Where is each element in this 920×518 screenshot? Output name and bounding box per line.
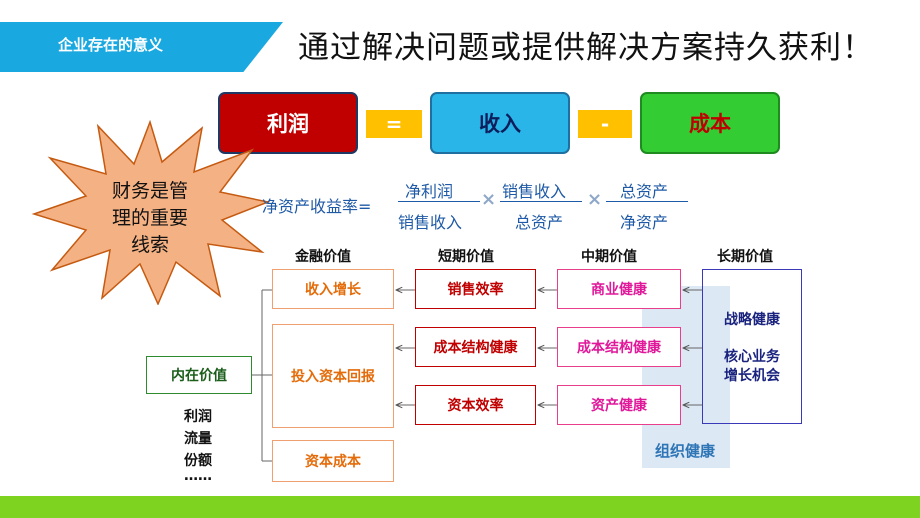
callout-line-2: 理的重要 [111, 207, 188, 229]
long-term-growth-line-2: 增长机会 [724, 368, 780, 384]
intrinsic-item-ellipsis: …… [184, 468, 212, 484]
fraction3-denominator: 净资产 [620, 213, 669, 232]
revenue-box: 收入 [430, 92, 570, 154]
callout-text: 财务是管 理的重要 线索 [85, 178, 215, 259]
header-long-term-value: 长期价值 [717, 249, 773, 265]
bottom-accent-bar [0, 496, 920, 518]
page-title: 通过解决问题或提供解决方案持久获利！ [298, 30, 874, 66]
financial-node-roic: 投入资本回报 [272, 324, 394, 428]
formula-lhs: 净资产收益率= [262, 197, 372, 216]
short-term-node-cost-structure: 成本结构健康 [415, 327, 536, 367]
fraction3-numerator: 总资产 [620, 182, 669, 201]
header-banner [0, 22, 283, 72]
mid-term-node-business-health: 商业健康 [557, 269, 681, 309]
header-short-term-value: 短期价值 [438, 249, 494, 265]
short-term-node-capital-efficiency: 资本效率 [415, 385, 536, 425]
long-term-strategy-health: 战略健康 [724, 312, 780, 328]
fraction2-denominator: 总资产 [515, 213, 564, 232]
intrinsic-item-profit: 利润 [184, 409, 212, 425]
header-mid-term-value: 中期价值 [581, 249, 637, 265]
header-financial-value: 金融价值 [295, 249, 351, 265]
mid-term-node-asset-health: 资产健康 [557, 385, 681, 425]
short-term-node-sales-efficiency: 销售效率 [415, 269, 536, 309]
long-term-growth-line-1: 核心业务 [724, 349, 780, 365]
multiply-sign-1: × [481, 189, 497, 210]
fraction2-numerator: 销售收入 [502, 182, 567, 201]
financial-node-capital-cost: 资本成本 [272, 440, 394, 482]
fraction1-denominator: 销售收入 [398, 213, 463, 232]
fraction1-numerator: 净利润 [405, 182, 454, 201]
minus-operator: - [578, 110, 632, 138]
cost-box: 成本 [640, 92, 780, 154]
equals-operator: = [366, 110, 422, 138]
long-term-box [702, 269, 802, 424]
starburst-shape [31, 120, 270, 305]
callout-line-3: 线索 [130, 234, 169, 256]
fraction2-bar [500, 201, 582, 202]
profit-box: 利润 [218, 92, 358, 154]
mid-term-node-cost-structure: 成本结构健康 [557, 327, 681, 367]
intrinsic-item-share: 份额 [184, 453, 212, 469]
callout-line-1: 财务是管 [111, 180, 188, 202]
org-health-band [642, 286, 730, 468]
org-health-label: 组织健康 [655, 442, 716, 460]
intrinsic-item-traffic: 流量 [184, 431, 212, 447]
fraction3-bar [606, 201, 688, 202]
financial-node-revenue-growth: 收入增长 [272, 269, 394, 309]
fraction1-bar [398, 201, 480, 202]
multiply-sign-2: × [587, 189, 603, 210]
intrinsic-value-node: 内在价值 [146, 356, 252, 394]
long-term-growth: 核心业务 增长机会 [712, 348, 792, 386]
banner-label: 企业存在的意义 [58, 36, 164, 54]
